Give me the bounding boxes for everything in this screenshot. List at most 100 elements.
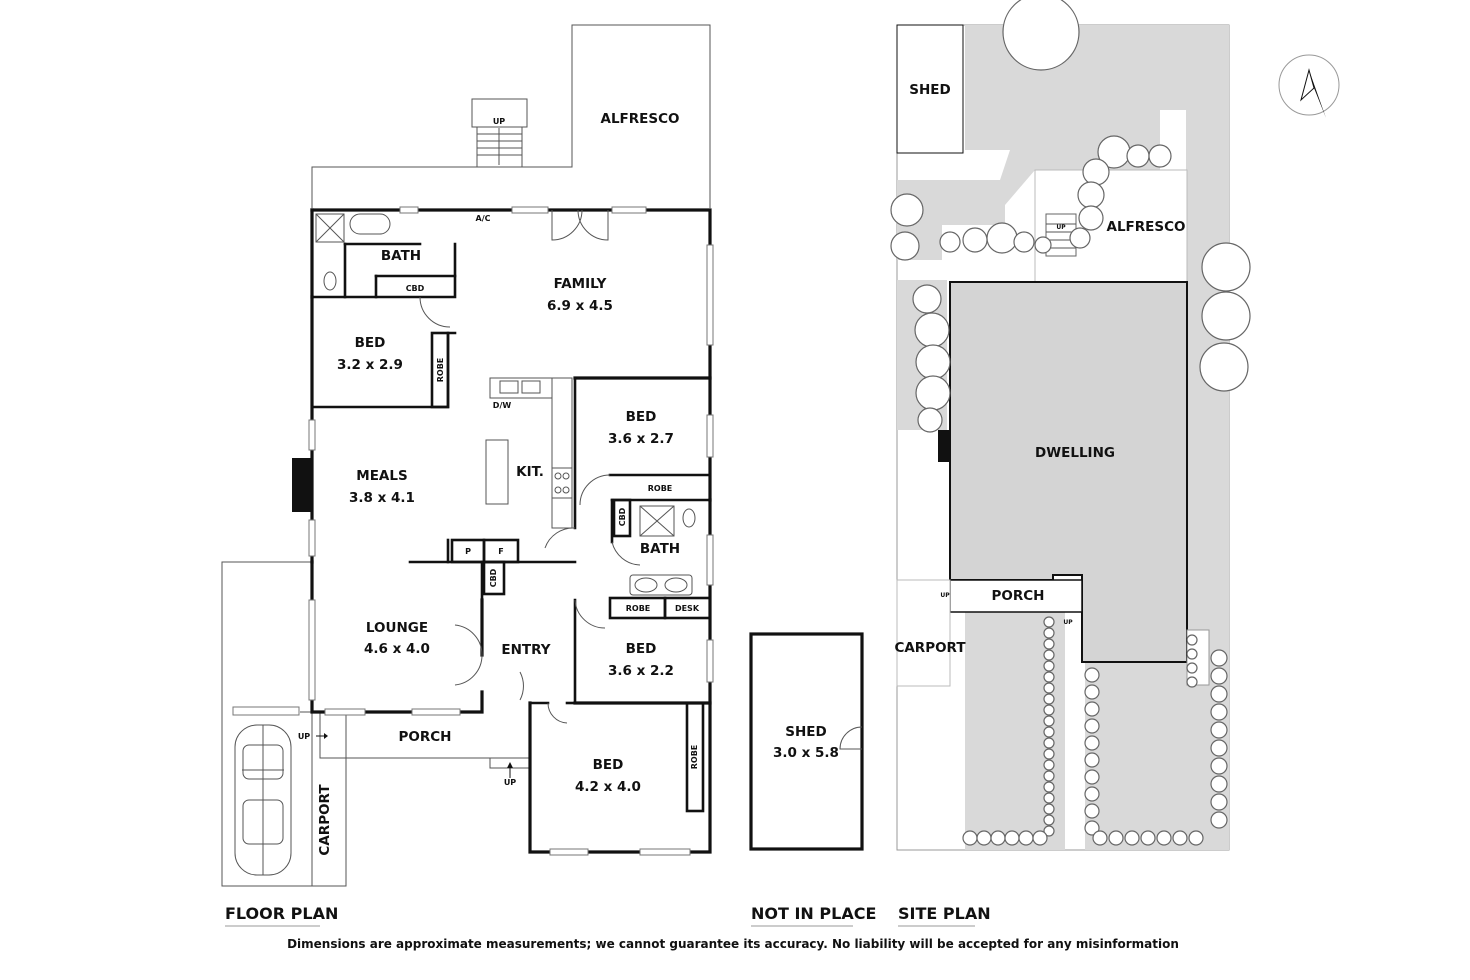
- lounge-dims: 4.6 x 4.0: [364, 641, 430, 657]
- hedge-shrub: [1043, 759, 1055, 771]
- bed4-dims: 4.2 x 4.0: [575, 779, 641, 795]
- hedge-shrub: [1084, 769, 1100, 785]
- hedge-shrub: [1043, 671, 1055, 683]
- not-in-place-caption: NOT IN PLACE: [751, 904, 876, 923]
- robe-bed1-label: ROBE: [436, 358, 445, 383]
- robe-bed2-label: ROBE: [648, 484, 673, 493]
- hedge-shrub: [1043, 627, 1055, 639]
- ac-label: A/C: [476, 214, 491, 223]
- site-dwelling-label: DWELLING: [1035, 445, 1115, 461]
- hedge-shrub: [1210, 811, 1228, 829]
- meals-label: MEALS: [356, 468, 407, 484]
- hedge-shrub: [1043, 803, 1055, 815]
- carport-label: CARPORT: [317, 784, 333, 856]
- hedge-shrub: [990, 830, 1006, 846]
- bed2-label: BED: [626, 409, 657, 425]
- dw-label: D/W: [493, 401, 512, 410]
- hedge-shrub: [976, 830, 992, 846]
- hedge-shrub: [1210, 649, 1228, 667]
- hedge-shrub: [1032, 830, 1048, 846]
- hedge-shrub: [1043, 704, 1055, 716]
- family-dims: 6.9 x 4.5: [547, 298, 613, 314]
- hedge-shrub: [1043, 715, 1055, 727]
- hedge-shrub: [1043, 638, 1055, 650]
- lounge-label: LOUNGE: [366, 620, 428, 636]
- hedge-shrub: [1210, 757, 1228, 775]
- site-trees: [890, 0, 1251, 433]
- pantry-label: P: [465, 547, 471, 556]
- up-carport-label: UP: [298, 732, 310, 741]
- fridge-label: F: [498, 547, 503, 556]
- site-up-a-label: UP: [1056, 224, 1066, 231]
- hedge-shrub: [1172, 830, 1188, 846]
- shed-label: SHED: [785, 724, 826, 740]
- desk-label: DESK: [675, 604, 700, 613]
- hedge-shrub: [1043, 781, 1055, 793]
- cbd-bath-label: CBD: [406, 284, 425, 293]
- hedge-shrub: [1210, 739, 1228, 757]
- site-plan: SHED ALFRESCO DWELLING PORCH CARPORT UP …: [890, 0, 1340, 927]
- hedge-shrub: [1186, 648, 1198, 660]
- site-hedges: [962, 616, 1228, 846]
- bed3-dims: 3.6 x 2.2: [608, 663, 674, 679]
- car-illustration: [234, 724, 292, 876]
- kitchen-label: KIT.: [516, 464, 544, 480]
- cbd-entry-label: CBD: [489, 568, 498, 587]
- hedge-shrub: [1210, 703, 1228, 721]
- entry-label: ENTRY: [501, 642, 550, 658]
- hedge-shrub: [1043, 792, 1055, 804]
- shed-dims: 3.0 x 5.8: [773, 745, 839, 761]
- north-arrow-icon: [1278, 54, 1340, 118]
- bed3-label: BED: [626, 641, 657, 657]
- site-up-c-label: UP: [1063, 619, 1073, 626]
- hedge-shrub: [1084, 820, 1100, 836]
- disclaimer-text: Dimensions are approximate measurements;…: [287, 937, 1179, 951]
- bed1-dims: 3.2 x 2.9: [337, 357, 403, 373]
- site-porch-label: PORCH: [992, 588, 1045, 604]
- family-label: FAMILY: [554, 276, 607, 292]
- hedge-shrub: [1043, 616, 1055, 628]
- hedge-shrub: [1188, 830, 1204, 846]
- hedge-shrub: [1156, 830, 1172, 846]
- hedge-shrub: [1043, 770, 1055, 782]
- hedge-shrub: [1084, 786, 1100, 802]
- bath2-label: BATH: [640, 541, 680, 557]
- site-up-b-label: UP: [940, 592, 950, 599]
- hedge-shrub: [1108, 830, 1124, 846]
- hedge-shrub: [1043, 814, 1055, 826]
- hedge-shrub: [1084, 718, 1100, 734]
- hedge-shrub: [1140, 830, 1156, 846]
- hedge-shrub: [1186, 676, 1198, 688]
- hedge-shrub: [1043, 649, 1055, 661]
- hedge-shrub: [1043, 682, 1055, 694]
- hedge-shrub: [1043, 748, 1055, 760]
- hedge-shrub: [1124, 830, 1140, 846]
- hedge-shrub: [1043, 825, 1055, 837]
- floor-plan-caption: FLOOR PLAN: [225, 904, 338, 923]
- robe-bed3-label: ROBE: [626, 604, 651, 613]
- hedge-shrub: [1210, 721, 1228, 739]
- hedge-shrub: [1092, 830, 1108, 846]
- cbd-bath2-label: CBD: [618, 507, 627, 526]
- hedge-shrub: [1084, 803, 1100, 819]
- hedge-shrub: [1186, 662, 1198, 674]
- alfresco-label: ALFRESCO: [601, 111, 680, 127]
- hedge-shrub: [1043, 693, 1055, 705]
- site-shed-label: SHED: [909, 82, 950, 98]
- hedge-shrub: [1043, 660, 1055, 672]
- shed-plan: SHED 3.0 x 5.8 NOT IN PLACE: [749, 632, 876, 927]
- hedge-shrub: [1084, 752, 1100, 768]
- bed1-label: BED: [355, 335, 386, 351]
- bath-label: BATH: [381, 248, 421, 264]
- porch-label: PORCH: [399, 729, 452, 745]
- meals-dims: 3.8 x 4.1: [349, 490, 415, 506]
- up-alfresco-label: UP: [493, 117, 505, 126]
- bed2-dims: 3.6 x 2.7: [608, 431, 674, 447]
- site-carport-label: CARPORT: [894, 640, 966, 656]
- robe-bed4-label: ROBE: [690, 745, 699, 770]
- hedge-shrub: [1186, 634, 1198, 646]
- floor-plan: ALFRESCO BATH FAMILY 6.9 x 4.5 BED 3.2 x…: [221, 24, 714, 927]
- hedge-shrub: [1210, 775, 1228, 793]
- fireplace-block: [292, 458, 312, 512]
